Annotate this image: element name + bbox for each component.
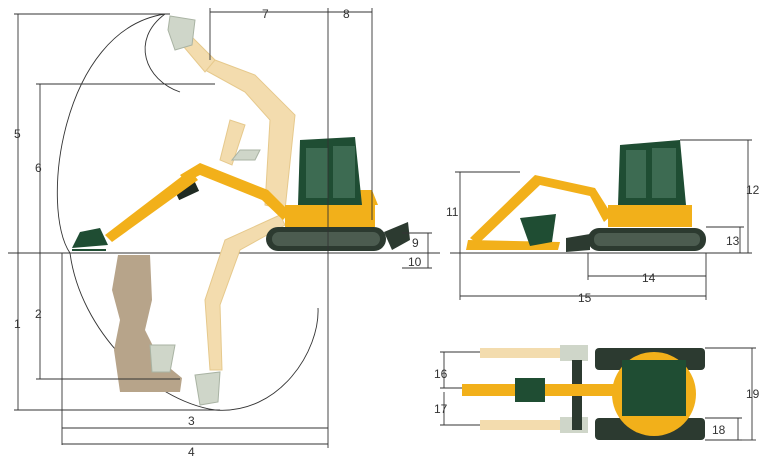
digging-envelope-curve (56, 13, 319, 411)
dim-label-3: 3 (188, 414, 195, 428)
dozer-blade-transport (566, 234, 590, 252)
dim-label-5: 5 (14, 127, 21, 141)
dim-label-1: 1 (14, 317, 21, 331)
ghost-arm-raised (167, 15, 296, 211)
dim-label-7: 7 (262, 7, 269, 21)
bucket-transport (520, 214, 556, 246)
bucket (72, 228, 108, 248)
dim-label-12: 12 (746, 183, 760, 197)
dim-label-8: 8 (343, 7, 350, 21)
dim-label-13: 13 (726, 234, 740, 248)
dim-label-4: 4 (188, 445, 195, 459)
reach-arc-upper (144, 13, 181, 93)
upper-structure (285, 205, 375, 227)
dim-label-19: 19 (746, 387, 760, 401)
dim-label-14: 14 (642, 271, 656, 285)
top-view-excavator (462, 345, 705, 440)
dim-label-9: 9 (412, 236, 419, 250)
side-view-excavator (72, 137, 410, 251)
dozer-blade (384, 222, 410, 250)
dim-label-15: 15 (578, 291, 592, 305)
boom-transport (470, 175, 612, 244)
boom (180, 163, 290, 220)
ghost-arm-lowered (149, 214, 286, 406)
dim-label-17: 17 (434, 402, 448, 416)
dim-label-11: 11 (446, 205, 459, 219)
dim-label-2: 2 (35, 307, 42, 321)
transport-view-excavator (466, 140, 706, 252)
stick (105, 170, 198, 242)
dim-label-10: 10 (408, 255, 422, 269)
cab-top (622, 360, 686, 416)
dim-label-6: 6 (35, 161, 42, 175)
ghost-arm-top-left (480, 348, 580, 358)
dim-label-16: 16 (434, 367, 448, 381)
ghost-arm-top-right (480, 420, 580, 430)
soil-cross-section (112, 255, 182, 392)
dim-label-18: 18 (712, 423, 726, 437)
